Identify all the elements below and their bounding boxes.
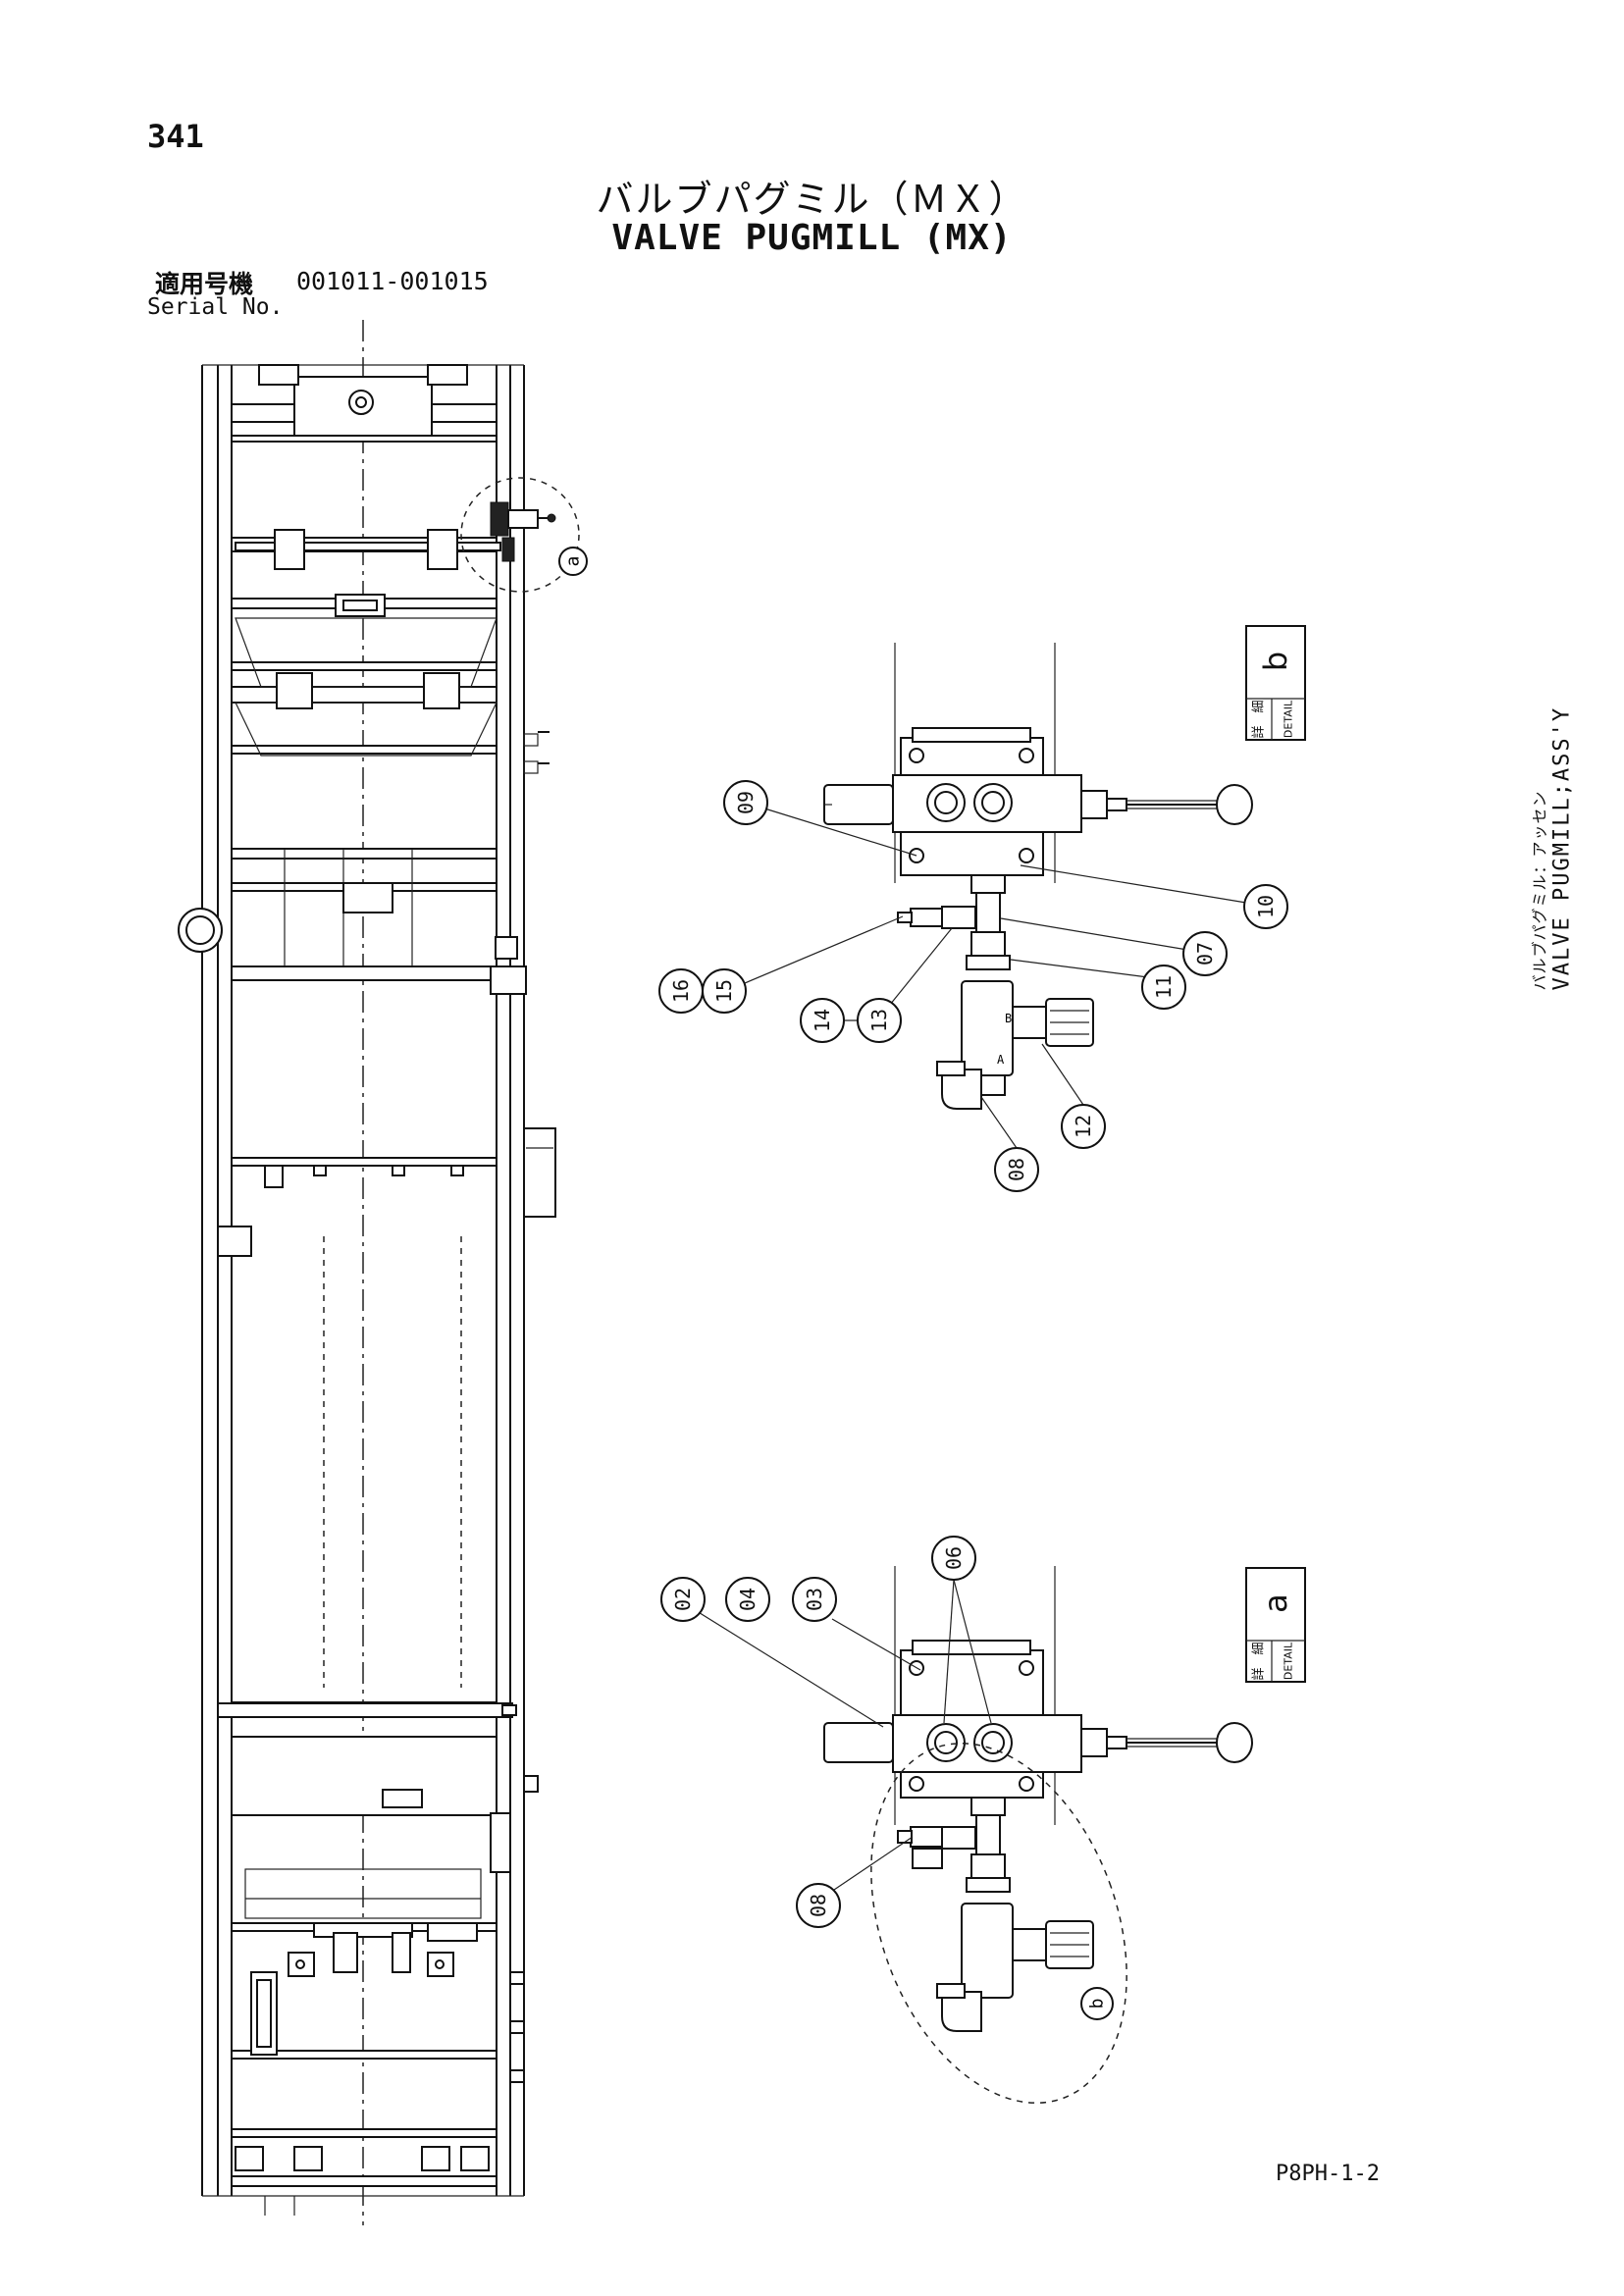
detail-a-drawing: b: [696, 1566, 1253, 2104]
svg-text:DETAIL: DETAIL: [1283, 700, 1295, 738]
page-title-japanese: バルブパグミル（ＭＸ）: [596, 178, 1028, 221]
balloon-10: 10: [1243, 884, 1288, 929]
svg-text:06: 06: [942, 1546, 966, 1570]
balloon-16: 16: [658, 968, 704, 1014]
svg-text:11: 11: [1152, 975, 1176, 999]
svg-text:16: 16: [669, 979, 693, 1003]
svg-text:03: 03: [803, 1588, 826, 1611]
balloon-13: 13: [857, 998, 902, 1043]
balloon-08-a: 08: [796, 1883, 841, 1928]
svg-text:09: 09: [734, 791, 758, 814]
svg-text:A: A: [997, 1053, 1005, 1067]
svg-text:02: 02: [671, 1588, 695, 1611]
svg-text:14: 14: [811, 1009, 834, 1032]
detail-b-drawing: B A: [725, 643, 1253, 1149]
svg-text:詳 細: 詳 細: [1251, 1642, 1267, 1680]
balloon-08-b: 08: [994, 1147, 1039, 1192]
svg-text:B: B: [1005, 1012, 1012, 1025]
svg-text:DETAIL: DETAIL: [1283, 1642, 1295, 1680]
svg-text:04: 04: [736, 1588, 760, 1611]
svg-text:10: 10: [1254, 895, 1278, 918]
frame-callout-b: b: [1087, 1999, 1108, 2009]
balloon-02: 02: [660, 1577, 706, 1622]
svg-text:08: 08: [807, 1894, 830, 1917]
serial-label-english: Serial No.: [147, 294, 284, 320]
svg-text:13: 13: [867, 1009, 891, 1032]
balloon-06: 06: [931, 1536, 976, 1581]
serial-label-japanese: 適用号機: [155, 270, 254, 298]
balloon-15: 15: [702, 968, 747, 1014]
frame-callout-a: a: [563, 556, 584, 567]
balloon-14: 14: [800, 998, 845, 1043]
detail-a-label: 詳 細 DETAIL a: [1245, 1567, 1306, 1683]
balloon-12: 12: [1061, 1104, 1106, 1149]
svg-text:15: 15: [712, 979, 736, 1003]
balloon-11: 11: [1141, 965, 1186, 1010]
chassis-frame: a: [178, 320, 588, 2225]
balloon-04: 04: [725, 1577, 770, 1622]
balloon-03: 03: [792, 1577, 837, 1622]
detail-b-label: 詳 細 DETAIL b: [1245, 625, 1306, 741]
svg-text:07: 07: [1193, 942, 1217, 965]
page-title-english: VALVE PUGMILL (MX): [611, 218, 1013, 258]
balloons-detail-a: 02 04 03 06 08: [660, 1536, 976, 1928]
drawing-code: P8PH-1-2: [1276, 2162, 1380, 2186]
svg-text:b: b: [1257, 652, 1294, 671]
svg-text:詳 細: 詳 細: [1251, 700, 1267, 738]
serial-range: 001011-001015: [296, 267, 489, 295]
balloons-detail-b: 09 10 07 11 15 16 13 14 12 08: [658, 780, 1288, 1192]
page-number: 341: [147, 118, 204, 155]
svg-text:08: 08: [1005, 1158, 1028, 1181]
svg-text:a: a: [1257, 1593, 1294, 1613]
balloon-07: 07: [1182, 931, 1228, 976]
svg-text:12: 12: [1072, 1115, 1095, 1138]
balloon-09: 09: [723, 780, 768, 825]
